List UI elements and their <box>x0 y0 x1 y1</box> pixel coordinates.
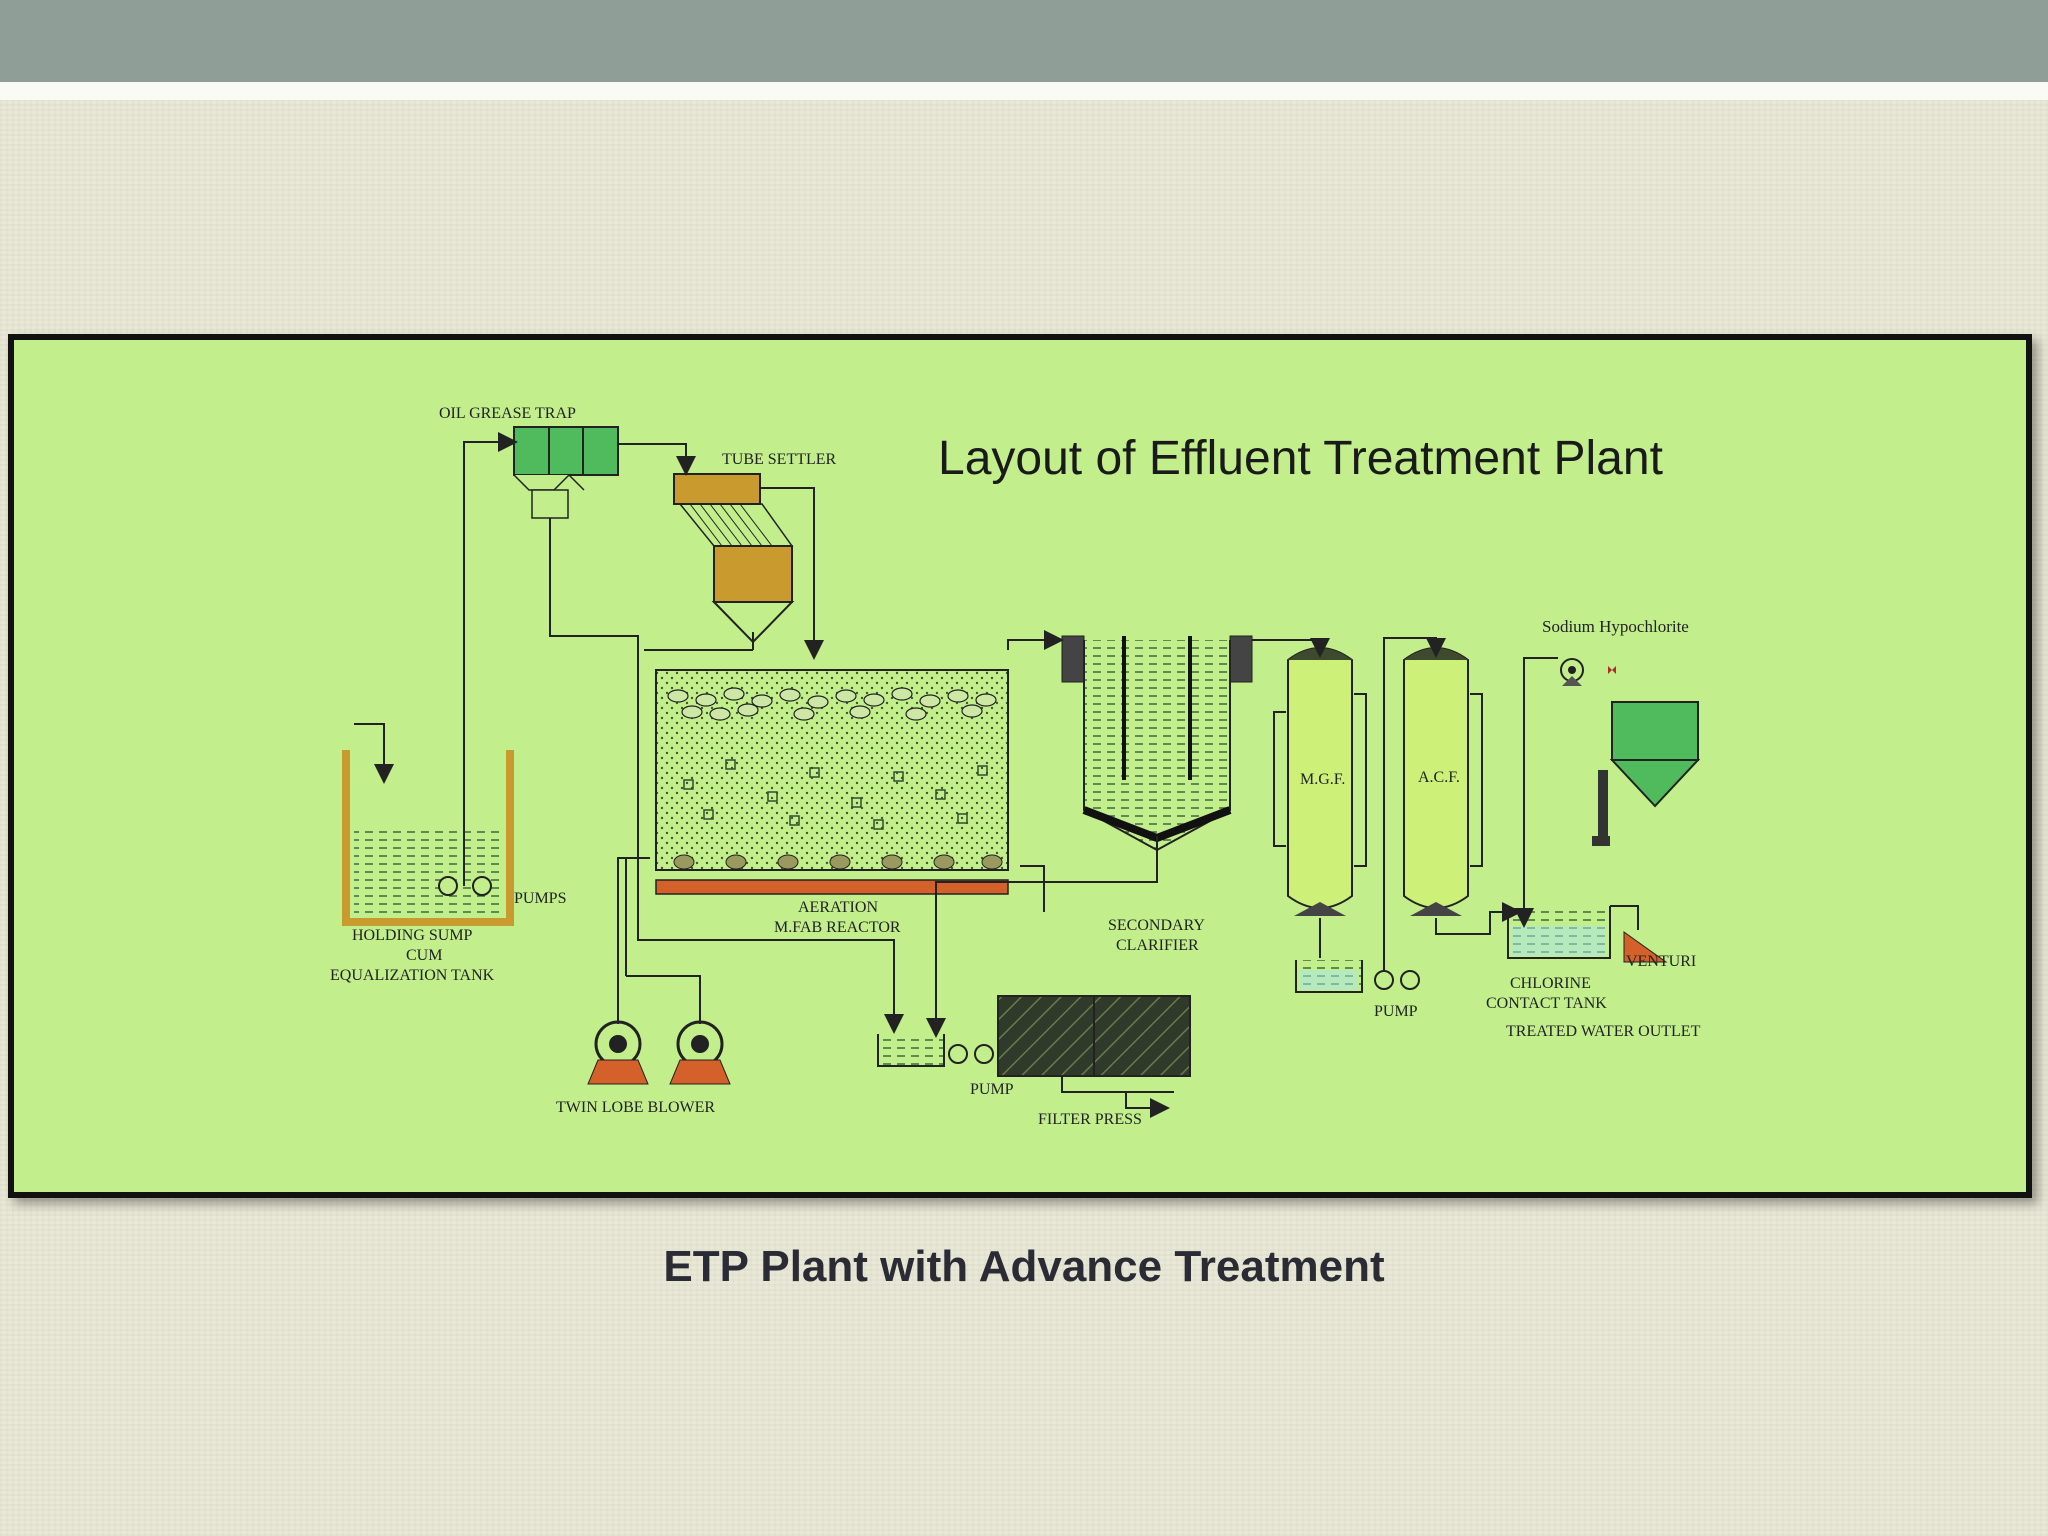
hypochlorite-dosing-tank <box>1560 658 1701 846</box>
aeration-label-2: M.FAB REACTOR <box>774 919 901 936</box>
filter-press-label: FILTER PRESS <box>1038 1111 1142 1128</box>
venturi-icon <box>1623 931 1668 963</box>
oil-grease-trap-label: OIL GREASE TRAP <box>439 405 576 422</box>
aeration-label-1: AERATION <box>798 899 878 916</box>
aeration-reactor <box>655 669 1009 895</box>
secondary-clarifier-label-2: CLARIFIER <box>1116 937 1199 954</box>
filter-press <box>997 995 1191 1077</box>
etp-diagram: Layout of Effluent Treatment Plant OIL G… <box>330 405 1701 1128</box>
treated-water-outlet-label: TREATED WATER OUTLET <box>1506 1023 1701 1040</box>
secondary-clarifier <box>1061 635 1253 870</box>
filter-feed-tank <box>1295 960 1420 993</box>
pumps-label: PUMPS <box>514 890 566 907</box>
secondary-clarifier-label-1: SECONDARY <box>1108 917 1205 934</box>
sodium-hypochlorite-label: Sodium Hypochlorite <box>1542 617 1689 636</box>
etp-diagram-frame: Layout of Effluent Treatment Plant OIL G… <box>8 334 2032 1198</box>
holding-sump-label-2: CUM <box>406 947 442 964</box>
acf-label: A.C.F. <box>1418 769 1460 786</box>
piping-network <box>354 432 1639 1118</box>
chlorine-tank-label-2: CONTACT TANK <box>1486 995 1607 1012</box>
slide-caption: ETP Plant with Advance Treatment <box>663 1242 1385 1291</box>
slide-header-bar <box>0 0 2048 82</box>
pump-mid-label: PUMP <box>1374 1003 1418 1020</box>
slide-header-gap <box>0 82 2048 100</box>
pump-filter-label: PUMP <box>970 1081 1014 1098</box>
tube-settler-label: TUBE SETTLER <box>722 451 837 468</box>
holding-sump <box>342 750 514 926</box>
venturi-label: VENTURI <box>1626 953 1696 970</box>
acf-vessel <box>1403 647 1483 916</box>
holding-sump-label-1: HOLDING SUMP <box>352 927 473 944</box>
twin-lobe-blower-label: TWIN LOBE BLOWER <box>556 1099 715 1116</box>
oil-grease-trap <box>513 426 619 519</box>
twin-lobe-blower <box>587 1020 731 1085</box>
chlorine-tank-label-1: CHLORINE <box>1510 975 1591 992</box>
mgf-label: M.G.F. <box>1300 771 1345 788</box>
diagram-title: Layout of Effluent Treatment Plant <box>938 432 1663 485</box>
tube-settler <box>673 473 795 650</box>
sludge-tank <box>877 1034 994 1067</box>
holding-sump-label-3: EQUALIZATION TANK <box>330 967 495 984</box>
